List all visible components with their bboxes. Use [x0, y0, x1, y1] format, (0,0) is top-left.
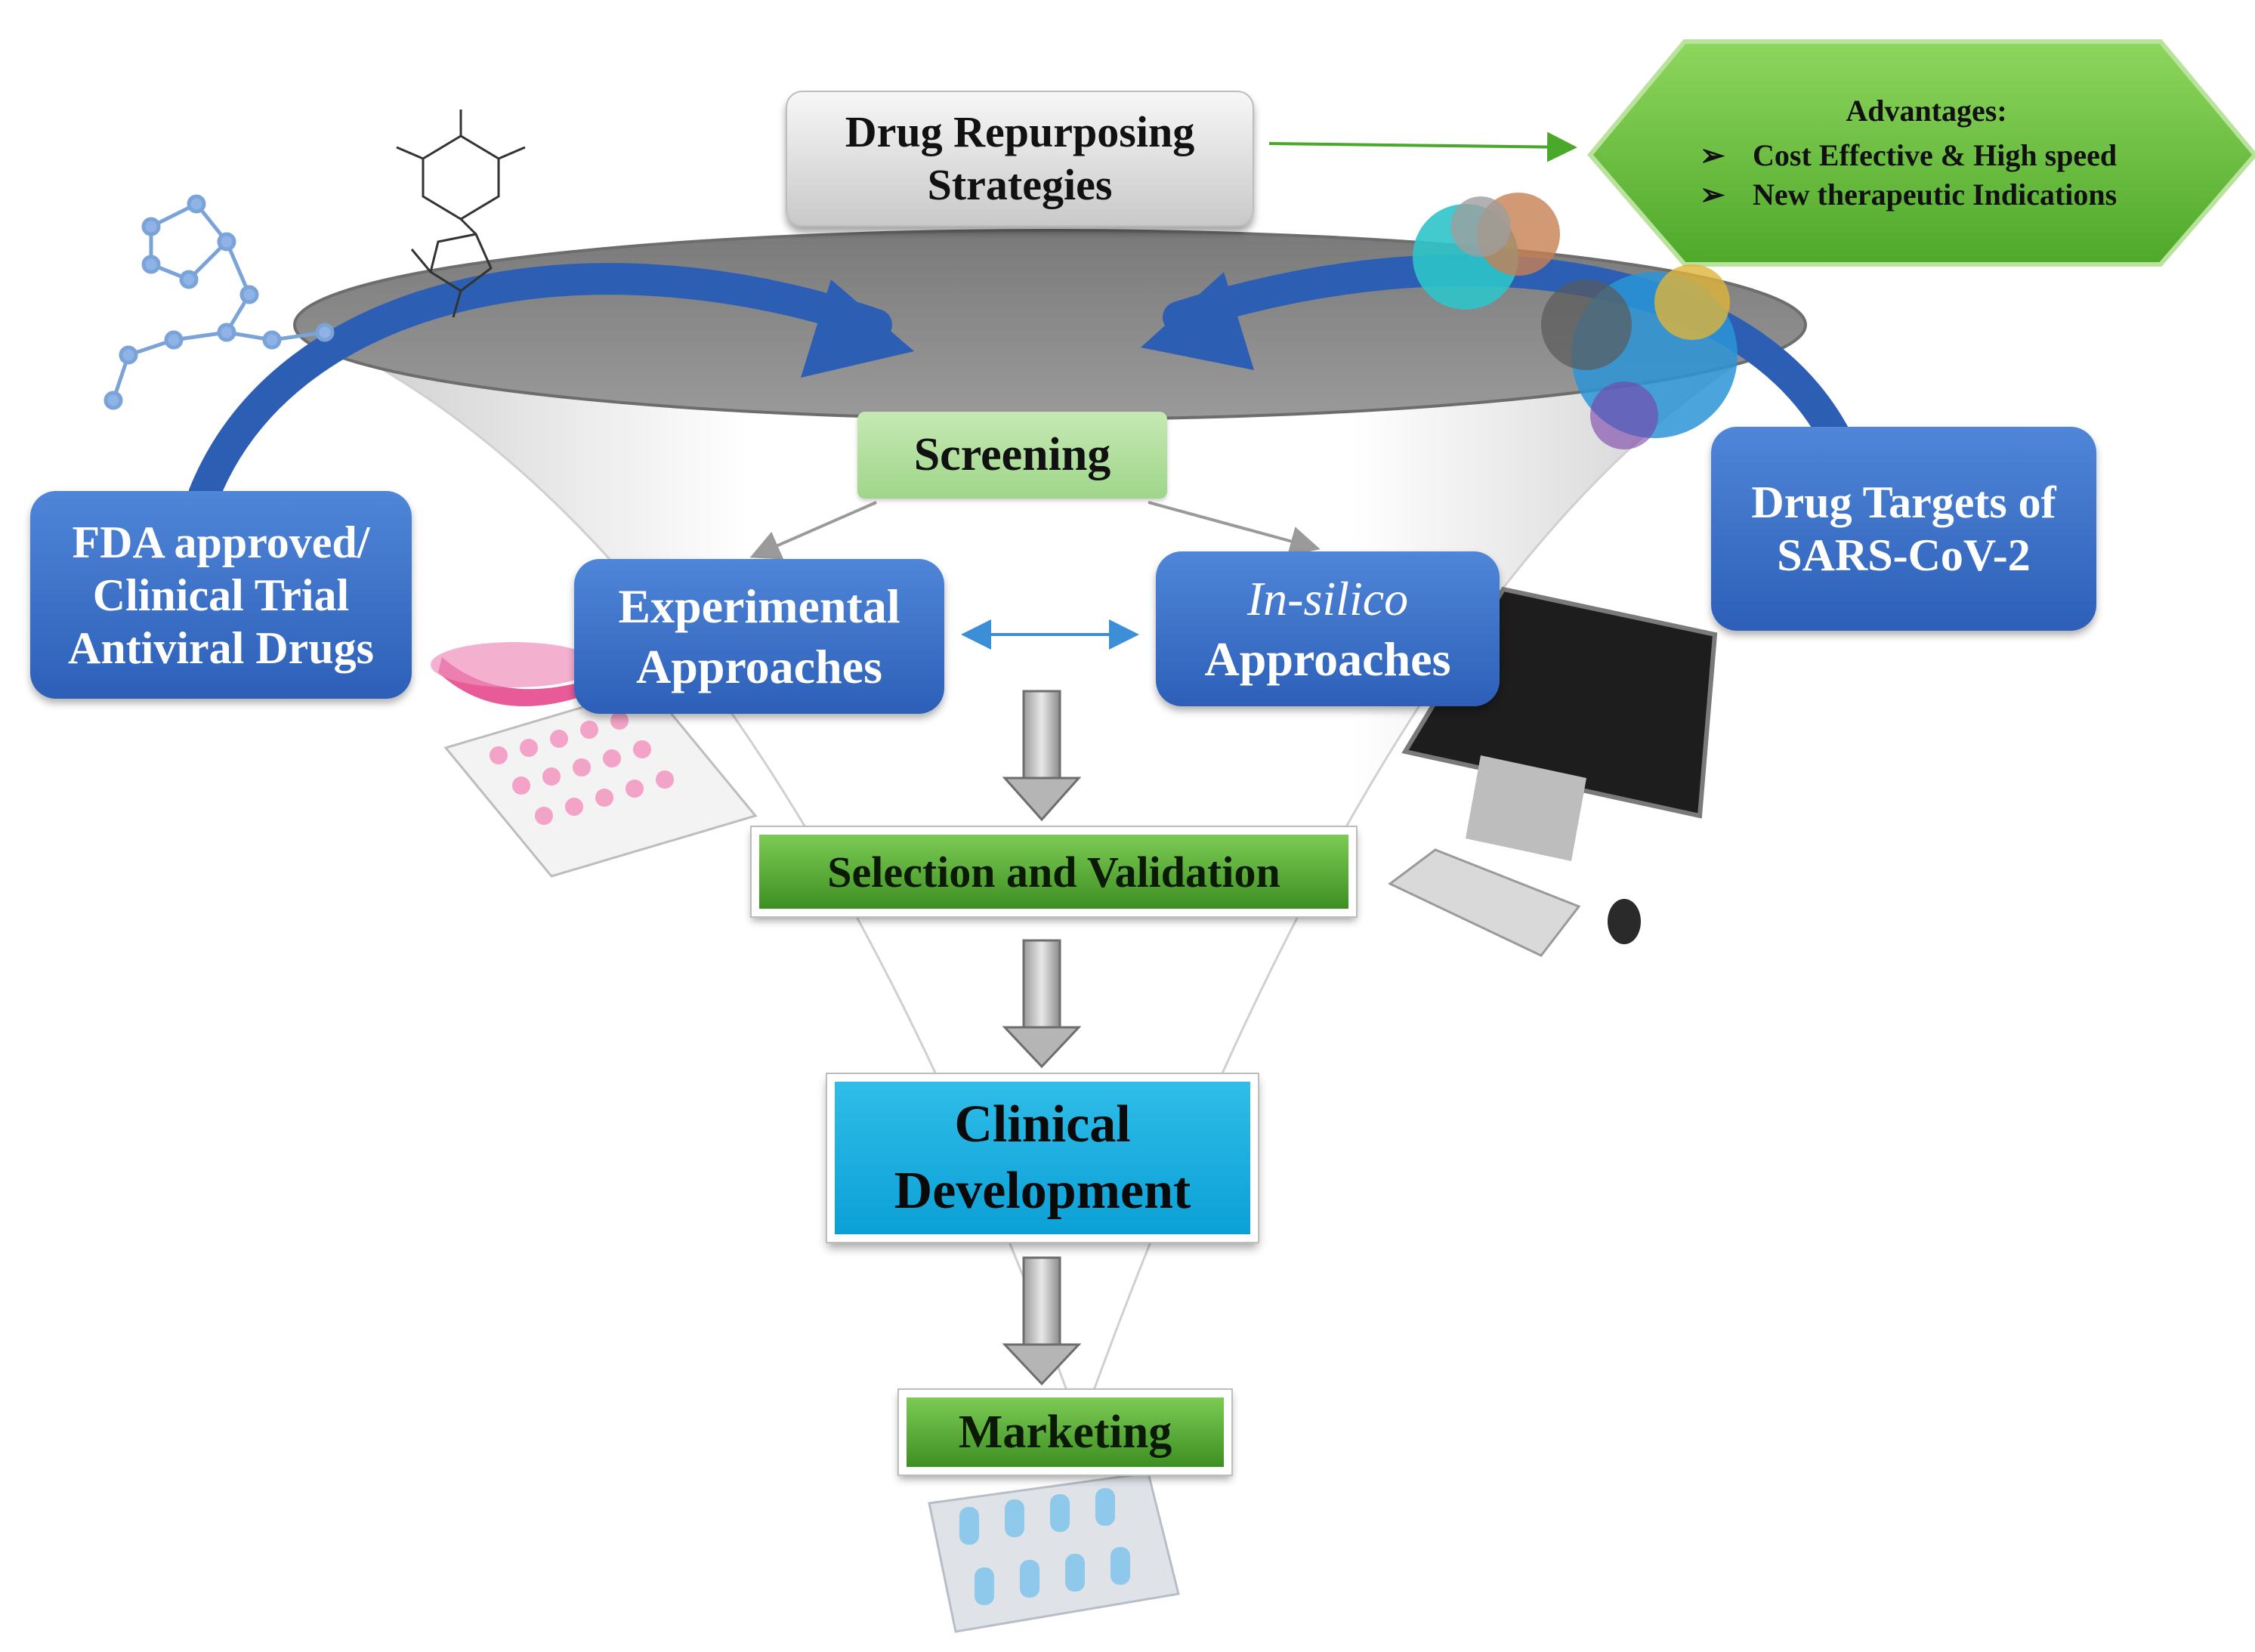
insilico-line-1: In-silico [1246, 571, 1409, 625]
advantage-bullet: ➢ [1700, 177, 1725, 212]
strategies-box: Drug Repurposing Strategies [786, 91, 1254, 227]
petri-dish-icon [431, 642, 597, 706]
nucleoside-structure-icon [396, 110, 526, 318]
pill-blister-icon [928, 1471, 1180, 1633]
targets-line-2: SARS-CoV-2 [1777, 530, 2031, 580]
targets-line-1: Drug Targets of [1751, 477, 2056, 527]
selection-label: Selection and Validation [827, 847, 1280, 897]
keyboard-icon [1388, 848, 1581, 957]
targets-box: Drug Targets of SARS-CoV-2 [1711, 427, 2096, 631]
clinical-line-2: Development [894, 1162, 1191, 1220]
selection-box: Selection and Validation [750, 826, 1358, 918]
marketing-label: Marketing [958, 1406, 1172, 1458]
experimental-line-1: Experimental [618, 579, 900, 633]
clinical-line-1: Clinical [954, 1095, 1131, 1153]
screening-to-experimental-arrow [749, 501, 877, 560]
down-arrow-1 [1002, 690, 1082, 822]
down-arrow-2 [1002, 939, 1082, 1069]
fda-line-3: Antiviral Drugs [68, 622, 374, 673]
strategies-to-advantages-arrow [1268, 131, 1577, 162]
insilico-line-2: Approaches [1204, 631, 1451, 686]
advantage-item: ➢ New therapeutic Indications [1700, 175, 2251, 215]
mouse-icon [1608, 899, 1641, 944]
screening-box: Screening [857, 412, 1167, 499]
curved-arrow-left [188, 263, 914, 511]
advantages-hexagon [1587, 39, 2255, 267]
strategies-line-2: Strategies [927, 160, 1113, 209]
insilico-box: In-silico Approaches [1156, 551, 1500, 706]
fda-line-2: Clinical Trial [92, 570, 350, 620]
down-arrow-3 [1002, 1256, 1082, 1386]
experimental-line-2: Approaches [636, 639, 882, 693]
advantage-bullet: ➢ [1700, 137, 1725, 172]
clinical-box: Clinical Development [826, 1073, 1259, 1243]
marketing-box: Marketing [897, 1388, 1233, 1476]
fda-line-1: FDA approved/ [72, 517, 370, 567]
screening-to-insilico-arrow [1148, 501, 1321, 556]
advantage-text: Cost Effective & High speed [1753, 137, 2118, 172]
protein-structure-icon [1413, 193, 1738, 449]
experimental-box: Experimental Approaches [574, 559, 944, 714]
screening-label: Screening [913, 429, 1111, 480]
advantages-title: Advantages: [1846, 93, 2007, 128]
advantages-box: Advantages: ➢ Cost Effective & High speed… [1594, 59, 2251, 248]
well-plate-icon [443, 686, 758, 878]
advantage-text: New therapeutic Indications [1753, 177, 2118, 212]
fda-box: FDA approved/ Clinical Trial Antiviral D… [30, 491, 412, 699]
strategies-line-1: Drug Repurposing [845, 107, 1195, 156]
advantage-item: ➢ Cost Effective & High speed [1700, 136, 2251, 175]
molecule-icon [103, 194, 335, 410]
